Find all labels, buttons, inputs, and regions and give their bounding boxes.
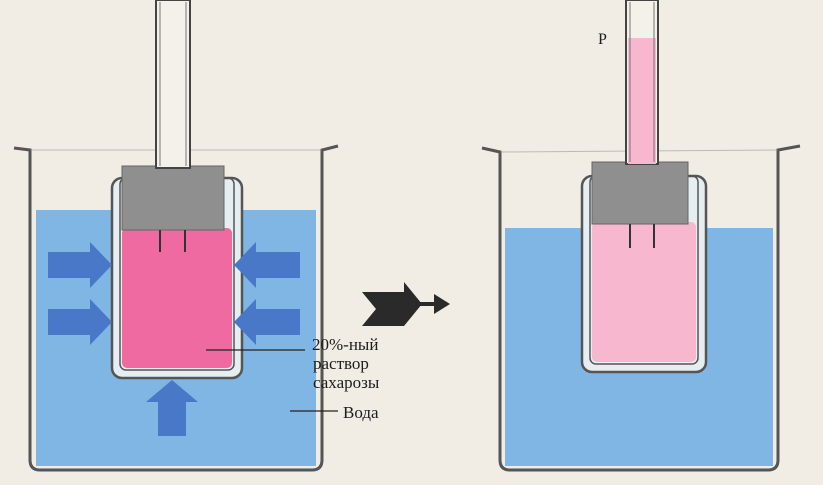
arrow-icon	[234, 299, 300, 345]
arrow-icon	[48, 299, 112, 345]
arrow-icon	[234, 242, 300, 288]
right-diluted-solution	[592, 222, 696, 362]
left-beaker	[13, 144, 339, 472]
solution-label-line1: 20%-ный	[312, 335, 379, 354]
solution-label-line3: сахарозы	[313, 373, 380, 392]
right-beaker-setup	[481, 0, 801, 472]
left-beaker-setup	[13, 0, 339, 472]
solution-label-line2: раствор	[313, 354, 369, 373]
right-capillary-liquid	[628, 38, 656, 164]
left-capillary-tube	[155, 0, 191, 169]
arrow-icon	[146, 380, 198, 436]
left-stopper	[121, 165, 225, 231]
water-label: Вода	[343, 403, 379, 422]
arrow-icon	[48, 242, 112, 288]
right-beaker	[481, 144, 801, 472]
double-arrow-right-icon	[362, 282, 450, 326]
pressure-label: P	[598, 31, 607, 48]
right-stopper	[591, 161, 689, 225]
left-sucrose-solution	[122, 228, 232, 368]
